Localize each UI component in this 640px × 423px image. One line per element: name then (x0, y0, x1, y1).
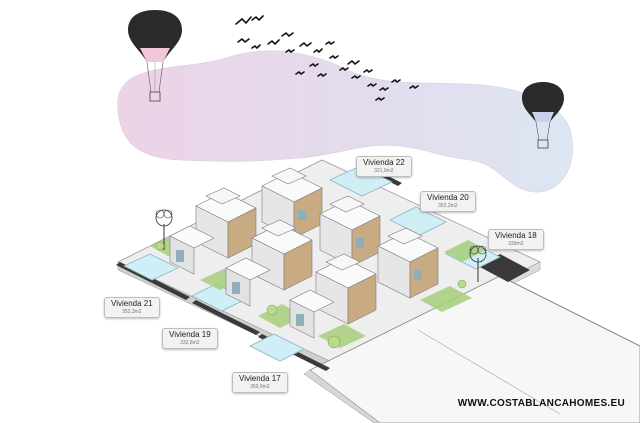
house-19 (225, 219, 313, 307)
label-vivienda-18: Vivienda 18 339m2 (488, 229, 544, 250)
label-vivienda-20: Vivienda 20 352,2m2 (420, 191, 476, 212)
hot-air-balloon-left-icon (128, 10, 182, 102)
trees (155, 209, 487, 349)
label-area: 332,8m2 (180, 340, 200, 346)
label-area: 339m2 (508, 241, 524, 247)
label-area: 352,2m2 (438, 203, 458, 209)
website-watermark: WWW.COSTABLANCAHOMES.EU (457, 398, 625, 409)
hot-air-balloon-right-icon (522, 82, 564, 149)
house-18 (377, 227, 439, 299)
label-area: 321,9m2 (374, 168, 394, 174)
house-17 (289, 253, 377, 339)
label-vivienda-22: Vivienda 22 321,9m2 (356, 156, 412, 177)
label-vivienda-17: Vivienda 17 350,9m2 (232, 372, 288, 393)
birds-flock-icon (235, 15, 419, 102)
label-name: Vivienda 22 (363, 158, 405, 167)
label-name: Vivienda 19 (169, 330, 211, 339)
house-21 (169, 187, 257, 275)
tree-icon (469, 245, 487, 282)
label-name: Vivienda 18 (495, 231, 537, 240)
label-area: 353,3m2 (122, 309, 142, 315)
label-name: Vivienda 21 (111, 299, 153, 308)
label-vivienda-21: Vivienda 21 353,3m2 (104, 297, 160, 318)
house-20 (319, 195, 381, 267)
label-name: Vivienda 20 (427, 193, 469, 202)
label-area: 350,9m2 (250, 384, 270, 390)
site-plan-base (116, 159, 640, 423)
shrub-icon (155, 241, 467, 349)
label-vivienda-19: Vivienda 19 332,8m2 (162, 328, 218, 349)
tree-icon (155, 209, 173, 250)
label-name: Vivienda 17 (239, 374, 281, 383)
houses (169, 167, 439, 339)
